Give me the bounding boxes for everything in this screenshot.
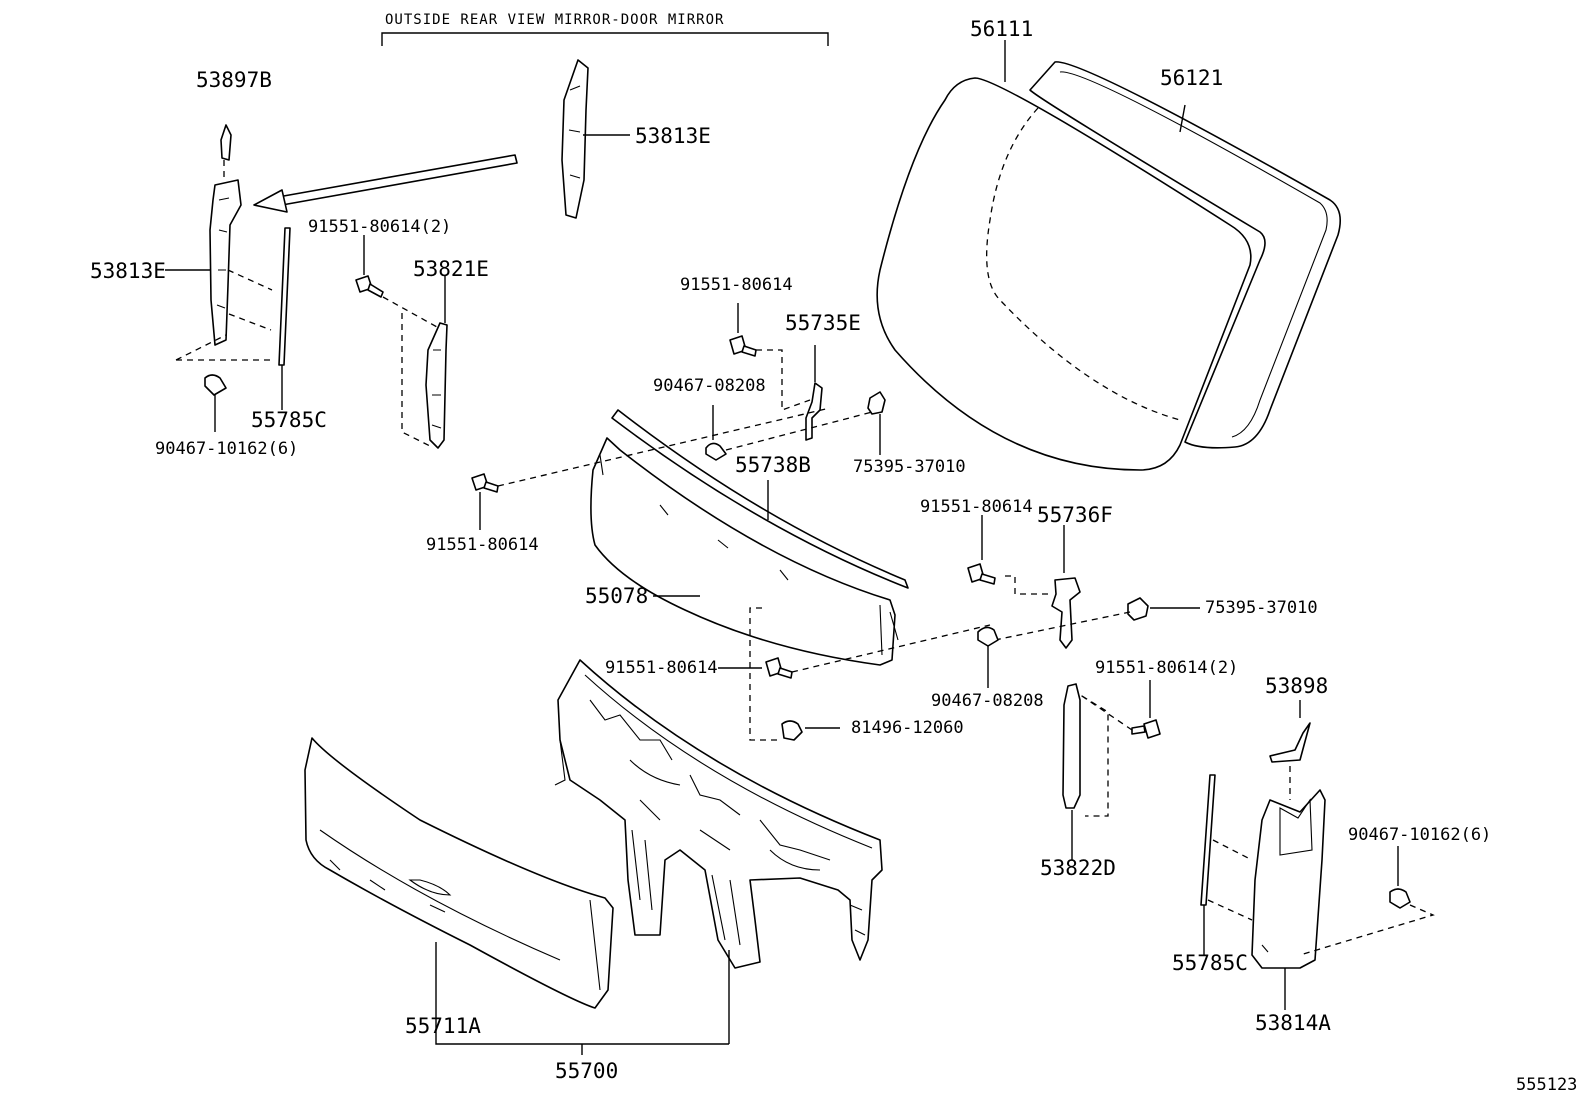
part-55735E: [805, 345, 823, 441]
part-53822D: [1062, 683, 1109, 860]
part-91551-80614-right-bolt: [967, 515, 1050, 595]
part-55700-dash-panel: [554, 659, 883, 1044]
label-90467-10162-6-left: 90467-10162(6): [155, 439, 298, 459]
part-81496-12060: [749, 607, 840, 741]
label-75395-37010-right: 75395-37010: [1205, 598, 1318, 618]
label-55700: 55700: [555, 1059, 618, 1083]
label-90467-10162-6-right: 90467-10162(6): [1348, 825, 1491, 845]
part-53897B: [220, 124, 232, 180]
part-90467-08208-top: [705, 405, 881, 461]
part-53821E: [401, 275, 448, 449]
label-56111: 56111: [970, 17, 1033, 41]
label-90467-08208-top: 90467-08208: [653, 376, 766, 396]
label-90467-08208-low: 90467-08208: [931, 691, 1044, 711]
label-53813E-left: 53813E: [90, 259, 166, 283]
part-55785C-left: [227, 227, 291, 410]
label-53897B: 53897B: [196, 68, 272, 92]
direction-arrow-icon: [253, 154, 518, 213]
mirror-group-header: OUTSIDE REAR VIEW MIRROR-DOOR MIRROR: [381, 12, 829, 46]
part-90467-08208-low: [977, 626, 999, 688]
part-90467-10162-right: [1299, 846, 1435, 956]
part-55738B-seal: [611, 409, 909, 589]
label-91551-80614-2-left: 91551-80614(2): [308, 217, 451, 237]
diagram-id: 555123: [1516, 1075, 1577, 1095]
part-91551-80614-left-bolt: [355, 235, 438, 328]
label-55078: 55078: [585, 584, 648, 608]
part-55711A-cowl-panel: [304, 737, 614, 1010]
bracket-55700: [435, 1010, 729, 1055]
label-91551-80614-low: 91551-80614: [605, 658, 718, 678]
label-75395-37010-top: 75395-37010: [853, 457, 966, 477]
label-53814A: 53814A: [1255, 1011, 1331, 1035]
part-75395-37010-right: [994, 597, 1200, 641]
label-91551-80614-top: 91551-80614: [680, 275, 793, 295]
label-55785C-right: 55785C: [1172, 951, 1248, 975]
part-91551-80614-low-bolt: [718, 624, 991, 679]
part-90467-10162-left: [175, 334, 275, 432]
label-55711A: 55711A: [405, 1014, 481, 1038]
part-56121-windshield-molding: [1029, 61, 1341, 449]
part-91551-80614-mid-bolt: [471, 407, 831, 530]
part-53898: [1269, 700, 1311, 800]
part-55785C-right: [1200, 774, 1253, 955]
label-56121: 56121: [1160, 66, 1223, 90]
part-55736F: [1051, 525, 1081, 649]
part-91551-80614-right-2-bolt: [1075, 680, 1161, 739]
part-91551-80614-top-bolt: [729, 303, 811, 411]
label-53898: 53898: [1265, 674, 1328, 698]
label-91551-80614-2-right: 91551-80614(2): [1095, 658, 1238, 678]
mirror-group-label: OUTSIDE REAR VIEW MIRROR-DOOR MIRROR: [385, 12, 724, 28]
label-55736F: 55736F: [1037, 503, 1113, 527]
label-53821E: 53821E: [413, 257, 489, 281]
part-55078-cowl-top: [590, 437, 899, 666]
label-55735E: 55735E: [785, 311, 861, 335]
part-75395-37010-top: [867, 391, 886, 455]
label-53813E-top: 53813E: [635, 124, 711, 148]
label-55738B: 55738B: [735, 453, 811, 477]
label-81496-12060: 81496-12060: [851, 718, 964, 738]
part-53813E-left: [165, 179, 242, 346]
part-53814A: [1251, 789, 1326, 1010]
label-53822D: 53822D: [1040, 856, 1116, 880]
part-53813E-top: [561, 59, 630, 219]
label-55785C-left: 55785C: [251, 408, 327, 432]
part-56111-windshield-glass: [876, 40, 1252, 471]
label-91551-80614-mid: 91551-80614: [426, 535, 539, 555]
label-91551-80614-right: 91551-80614: [920, 497, 1033, 517]
